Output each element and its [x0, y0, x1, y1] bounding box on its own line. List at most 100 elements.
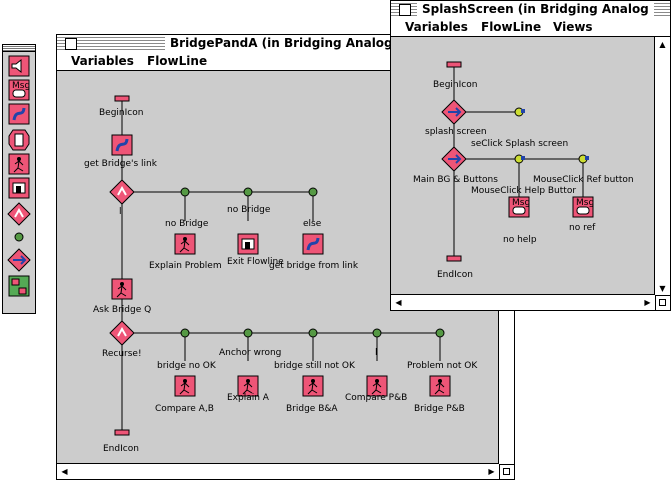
- branch-node-6[interactable]: [308, 328, 318, 338]
- splash-horizontal-scrollbar[interactable]: ◀ ▶: [391, 294, 655, 310]
- label-no-bridge-1: no Bridge: [165, 219, 209, 229]
- no-ref-message-icon[interactable]: Msg: [572, 196, 594, 218]
- branch-node-5[interactable]: [243, 328, 253, 338]
- label-exit-flowline: Exit Flowline: [227, 257, 284, 267]
- branch-node-4[interactable]: [180, 328, 190, 338]
- label-mouseclick-ref: MouseClick Ref button: [533, 175, 634, 185]
- splash-vertical-scrollbar[interactable]: ▲ ▼: [654, 37, 670, 296]
- hypertext-icon[interactable]: [7, 248, 31, 272]
- label-bridge-no-ok: bridge no OK: [157, 361, 217, 371]
- begin-icon[interactable]: [114, 95, 130, 102]
- splashscreen-flowline-canvas: BeginIcon splash screen seClick Splash s…: [413, 61, 634, 280]
- compare-ab-framework-icon[interactable]: [174, 375, 196, 397]
- branch-node-3[interactable]: [308, 187, 318, 197]
- bridgepanda-flowline-canvas: BeginIcon get Bridge's link l no Bridge …: [84, 95, 478, 454]
- scroll-up-arrow-icon[interactable]: ▲: [659, 40, 666, 49]
- menu-flowline[interactable]: FlowLine: [481, 20, 542, 34]
- label-no-ref: no ref: [569, 223, 596, 233]
- begin-icon[interactable]: [446, 61, 462, 68]
- label-no-help: no help: [503, 235, 537, 245]
- scroll-down-arrow-icon[interactable]: ▼: [659, 284, 666, 293]
- label-bridge-ba: Bridge B&A: [286, 404, 338, 414]
- label-bridge-still-not-ok: bridge still not OK: [274, 361, 356, 371]
- palette-icons: Msg: [7, 55, 31, 297]
- scroll-left-arrow-icon[interactable]: ◀: [61, 467, 68, 476]
- decision-icon-2[interactable]: [109, 320, 135, 346]
- scroll-left-arrow-icon[interactable]: ◀: [395, 298, 402, 307]
- compare-pb-framework-icon[interactable]: [366, 375, 388, 397]
- scroll-right-arrow-icon[interactable]: ▶: [488, 467, 495, 476]
- exit-flowline-icon[interactable]: [8, 177, 30, 199]
- decision-icon-1[interactable]: [109, 179, 135, 205]
- window-title: SplashScreen (in Bridging Analog: [417, 2, 654, 17]
- sound-icon[interactable]: [8, 55, 30, 77]
- explain-a-framework-icon[interactable]: [237, 375, 259, 397]
- label-compare-pb: Compare P&B: [345, 393, 407, 403]
- msg-text-1: Msg: [512, 198, 530, 208]
- label-main-bg: Main BG & Buttons: [413, 175, 498, 185]
- bridgepanda-horizontal-scrollbar[interactable]: ◀ ▶: [57, 463, 499, 479]
- label-no-bridge-2: no Bridge: [227, 205, 271, 215]
- scroll-right-arrow-icon[interactable]: ▶: [644, 298, 651, 307]
- menu-variables[interactable]: Variables: [405, 20, 468, 34]
- splash-node-1[interactable]: [514, 107, 525, 117]
- map-icon[interactable]: [8, 275, 30, 297]
- splash-hypertext-icon[interactable]: [441, 99, 467, 125]
- decision-icon[interactable]: [7, 202, 31, 226]
- close-box-icon[interactable]: [399, 4, 411, 16]
- end-icon[interactable]: [114, 429, 130, 436]
- message-icon[interactable]: Msg: [8, 79, 30, 101]
- branch-node-7[interactable]: [372, 328, 382, 338]
- framework-icon[interactable]: [8, 153, 30, 175]
- label-explain-problem: Explain Problem: [149, 261, 222, 271]
- label-mouseclick-help: MouseClick Help Buttor: [471, 186, 576, 196]
- splash-node-3[interactable]: [578, 154, 589, 164]
- ask-bridge-framework-icon[interactable]: [111, 278, 133, 300]
- label-begin: BeginIcon: [99, 108, 143, 118]
- bridge-ba-framework-icon[interactable]: [302, 375, 324, 397]
- icon-palette: Msg: [2, 44, 36, 314]
- explain-problem-framework-icon[interactable]: [174, 233, 196, 255]
- label-explain-a: Explain A: [227, 393, 270, 403]
- no-help-message-icon[interactable]: Msg: [508, 196, 530, 218]
- splash-grow-box-icon[interactable]: [655, 295, 670, 310]
- splashscreen-menubar: Variables FlowLine Views: [391, 18, 670, 37]
- menu-variables[interactable]: Variables: [71, 54, 134, 68]
- bridgepanda-grow-box-icon[interactable]: [499, 464, 514, 479]
- label-compare-ab: Compare A,B: [155, 404, 214, 414]
- label-bridge-pb: Bridge P&B: [414, 404, 465, 414]
- close-box-icon[interactable]: [65, 38, 77, 50]
- label-end: EndIcon: [437, 270, 473, 280]
- window-title: BridgePandA (in Bridging Analogie: [165, 36, 410, 51]
- label-anchor-wrong: Anchor wrong: [219, 348, 281, 358]
- get-bridge-calc-icon[interactable]: [302, 233, 324, 255]
- end-icon[interactable]: [446, 255, 462, 262]
- label-ask-bridge-q: Ask Bridge Q: [93, 305, 151, 315]
- palette-msg-text: Msg: [12, 81, 30, 91]
- label-recurse: Recurse!: [102, 349, 142, 359]
- erase-icon[interactable]: [8, 129, 30, 151]
- label-splash-screen: splash screen: [425, 127, 487, 137]
- main-bg-hypertext-icon[interactable]: [441, 146, 467, 172]
- label-branch-sep: l: [119, 207, 122, 217]
- menu-flowline[interactable]: FlowLine: [147, 54, 208, 68]
- splash-node-2[interactable]: [514, 154, 525, 164]
- branch-node-8[interactable]: [435, 328, 445, 338]
- splashscreen-titlebar[interactable]: SplashScreen (in Bridging Analog: [391, 1, 670, 19]
- label-se-click: seClick Splash screen: [471, 139, 568, 149]
- label-end: EndIcon: [103, 444, 139, 454]
- branch-node-2[interactable]: [243, 187, 253, 197]
- calculation-icon[interactable]: [8, 103, 30, 125]
- branch-node-1[interactable]: [180, 187, 190, 197]
- label-get-bridge-from-link: get bridge from link: [269, 261, 359, 271]
- get-link-calc-icon[interactable]: [111, 134, 133, 156]
- bridge-pb-framework-icon[interactable]: [429, 375, 451, 397]
- navigate-icon[interactable]: [14, 232, 24, 242]
- label-sep-2: l: [375, 348, 378, 358]
- palette-titlebar[interactable]: [3, 45, 35, 52]
- label-get-link: get Bridge's link: [84, 159, 158, 169]
- exit-flowline-icon-canvas[interactable]: [237, 233, 259, 255]
- msg-text-2: Msg: [576, 198, 594, 208]
- label-else: else: [303, 219, 322, 229]
- menu-views[interactable]: Views: [553, 20, 593, 34]
